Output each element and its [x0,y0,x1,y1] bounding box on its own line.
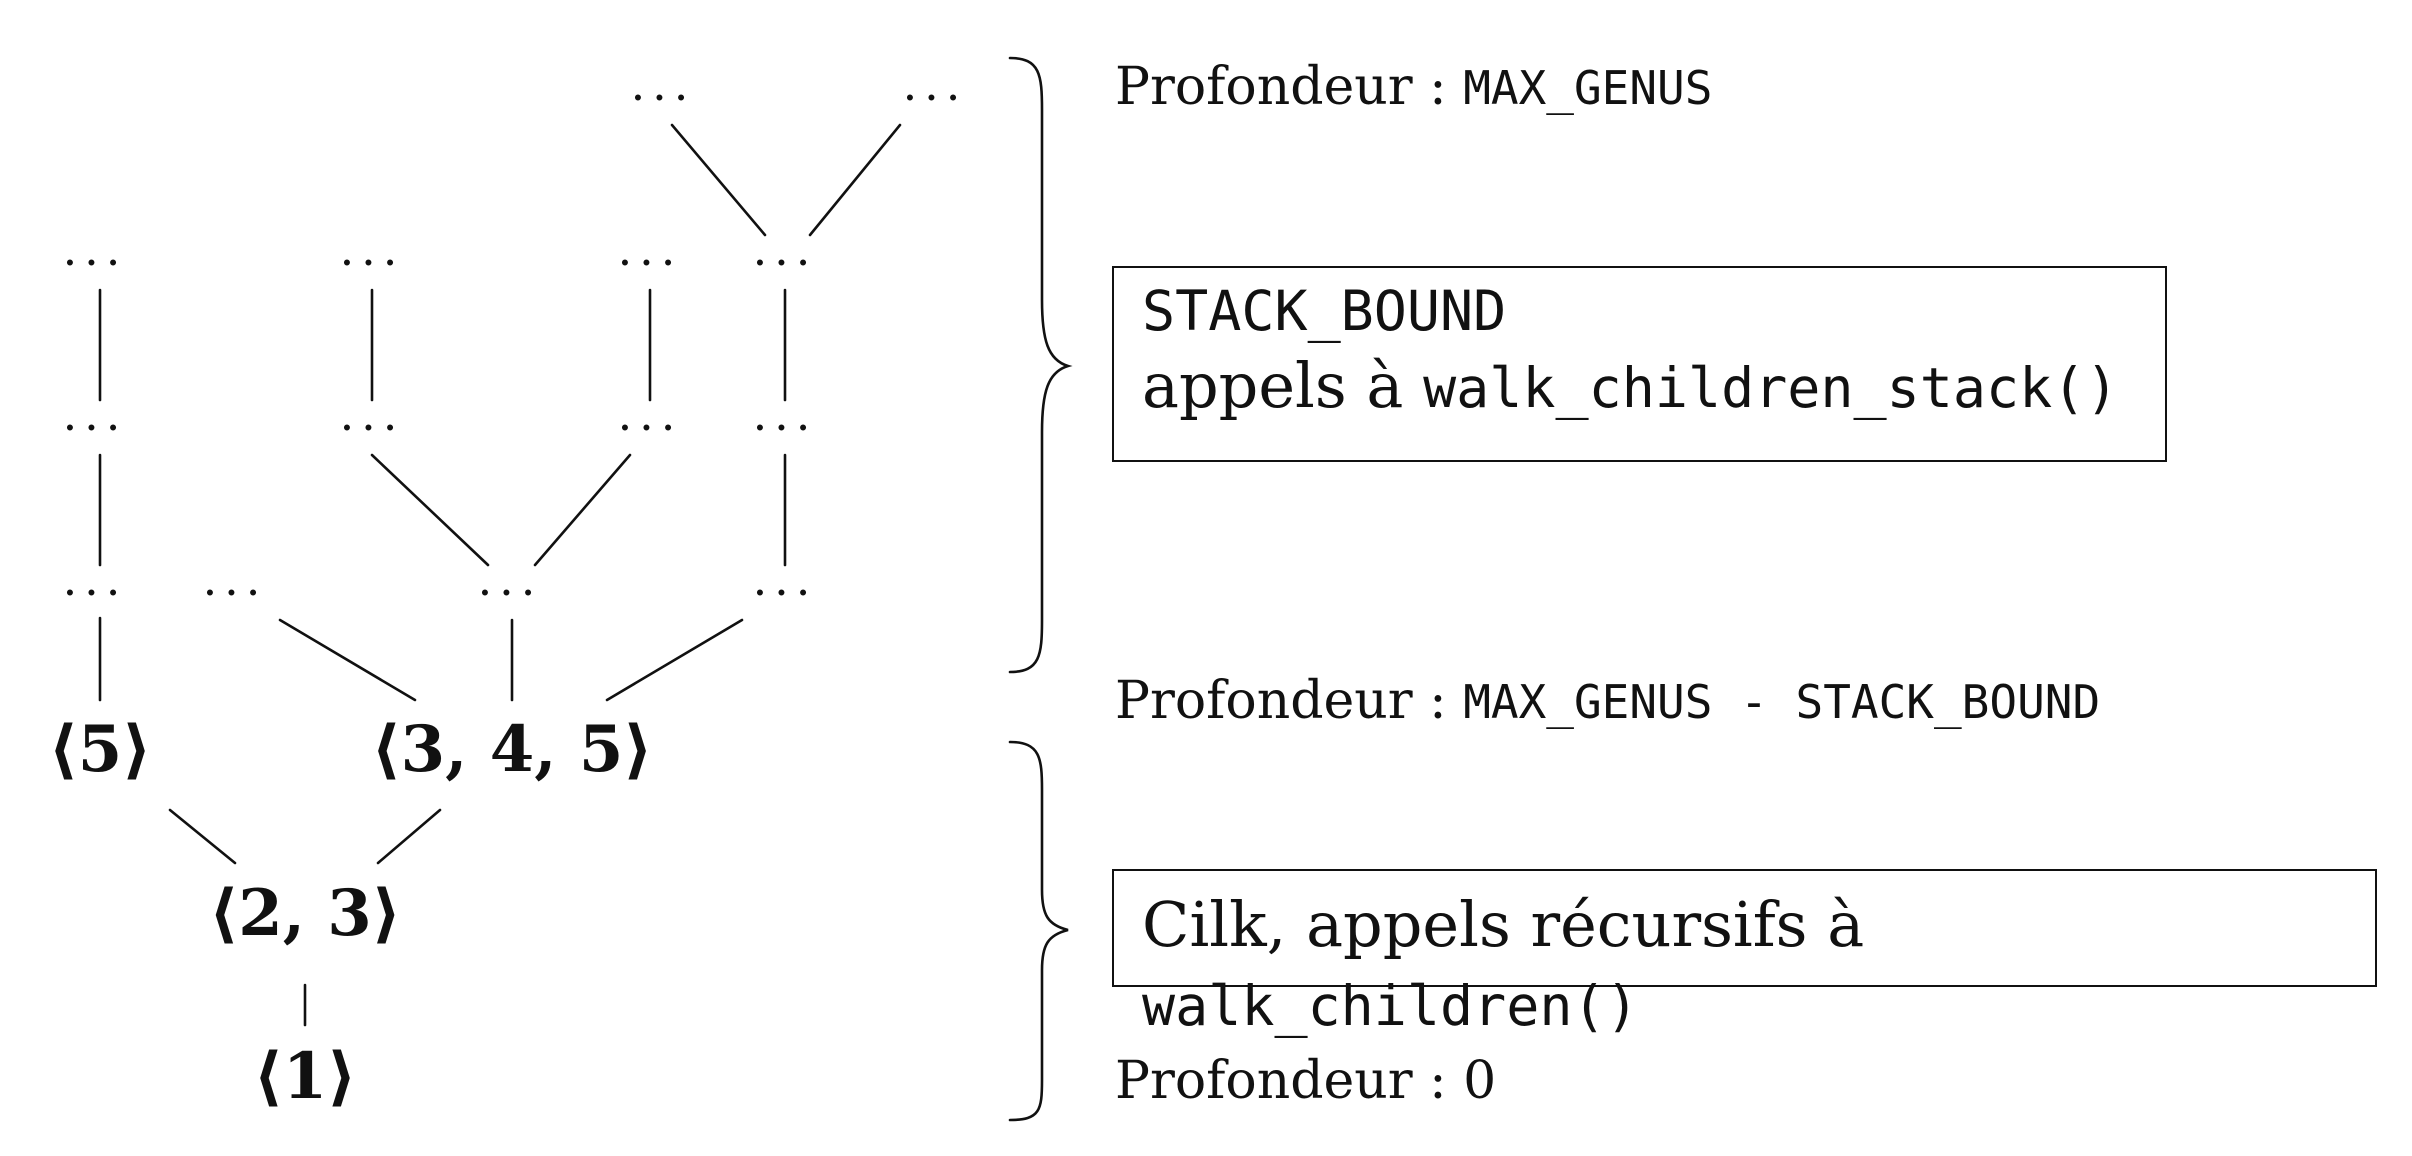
tree-edge [533,453,632,567]
tree-edge [278,618,417,702]
ellipsis-node: ... [63,387,128,441]
stack-calls-text: appels à [1142,349,1424,423]
tree-edge [370,453,490,567]
ellipsis-node: ... [340,222,405,276]
stack-bound-box: STACK_BOUND appels à walk_children_stack… [1112,266,2167,462]
depth-label-zero: Profondeur : 0 [1115,1051,1497,1111]
depth-label-max-genus: Profondeur : MAX_GENUS [1115,57,1713,118]
walk-children-stack-code: walk_children_stack() [1423,356,2119,421]
cilk-text: Cilk, appels récursifs à [1142,888,1865,961]
walk-children-code: walk_children() [1142,974,1639,1039]
ellipsis-node: ... [753,552,818,606]
depth-value-max-minus-stack: MAX_GENUS - STACK_BOUND [1463,675,2101,729]
ellipsis-node: ... [63,552,128,606]
ellipsis-node: ... [753,222,818,276]
node-5: ⟨5⟩ [48,712,151,787]
ellipsis-node: ... [63,222,128,276]
cilk-box: Cilk, appels récursifs à walk_children() [1112,869,2377,1038]
brace-stack-region [1008,56,1073,674]
node-3-4-5: ⟨3, 4, 5⟩ [371,712,652,787]
ellipsis-node: ... [631,57,696,111]
node-1: ⟨1⟩ [253,1039,356,1114]
depth-label-text: Profondeur : [1115,57,1464,117]
depth-label-text: Profondeur : [1115,671,1464,731]
tree-edge [376,808,442,865]
ellipsis-node: ... [903,57,968,111]
brace-cilk-region [1008,740,1069,1122]
tree-edge [605,618,744,702]
tree-edge [168,808,237,865]
node-2-3: ⟨2, 3⟩ [209,876,401,951]
tree-edges [98,123,902,1027]
ellipsis-node: ... [478,552,543,606]
stack-bound-label: STACK_BOUND [1142,279,1507,343]
tree-edge [670,123,767,237]
stack-calls-line: appels à walk_children_stack() [1142,346,2137,425]
depth-label-max-minus-stack: Profondeur : MAX_GENUS - STACK_BOUND [1115,671,2101,732]
depth-value-max-genus: MAX_GENUS [1463,61,1713,115]
tree-edge [808,123,902,237]
ellipsis-nodes: ........................................… [63,57,968,606]
ellipsis-node: ... [618,387,683,441]
ellipsis-node: ... [618,222,683,276]
ellipsis-node: ... [753,387,818,441]
ellipsis-node: ... [340,387,405,441]
ellipsis-node: ... [203,552,268,606]
